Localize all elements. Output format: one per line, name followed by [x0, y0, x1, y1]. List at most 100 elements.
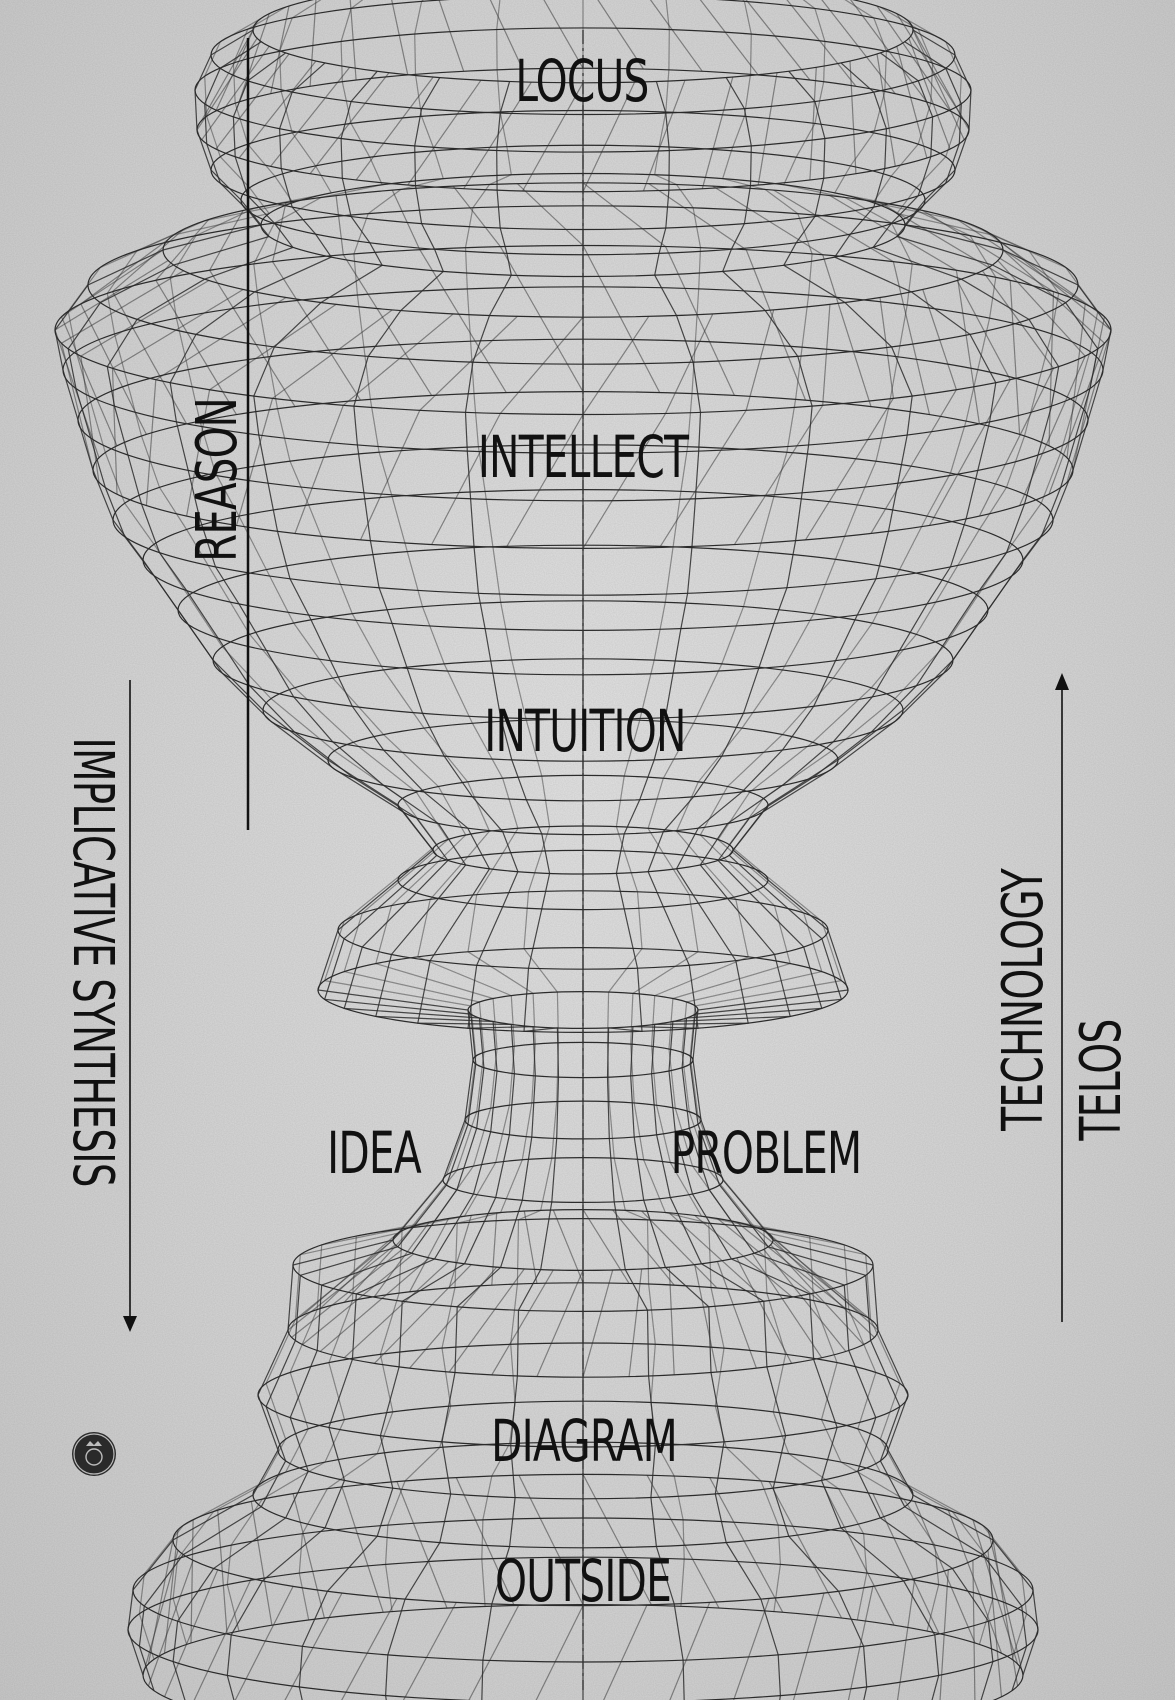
- wireframe-meridian: [606, 0, 702, 1607]
- wireframe-facet: [80, 356, 100, 483]
- wireframe-facet: [733, 404, 824, 545]
- wireframe-facet: [468, 1604, 520, 1700]
- wireframe-facet: [272, 202, 287, 262]
- wireframe-facet: [209, 269, 296, 407]
- wireframe-facet: [155, 219, 210, 281]
- wireframe-facet: [349, 0, 357, 81]
- label-implicative-synthesis: IMPLICATIVE SYNTHESIS: [60, 737, 125, 1187]
- wireframe-facet: [342, 254, 433, 396]
- wireframe-meridian: [106, 6, 485, 1645]
- arrow-down-icon: [123, 680, 137, 1332]
- wireframe-facet: [505, 414, 584, 548]
- label-intellect: INTELLECT: [477, 423, 689, 491]
- wireframe-facet: [582, 1209, 630, 1284]
- wireframe-facet: [302, 1234, 396, 1316]
- wireframe-facet: [409, 1266, 498, 1369]
- wireframe-facet: [612, 1209, 675, 1286]
- wireframe-facet: [186, 389, 211, 517]
- wireframe-facet: [928, 379, 1011, 526]
- label-problem: PROBLEM: [670, 1119, 863, 1187]
- wireframe-facet: [821, 0, 896, 95]
- wireframe-facet: [147, 1539, 174, 1665]
- wireframe-facet: [712, 185, 824, 256]
- wireframe-facet: [582, 1269, 614, 1378]
- wireframe-facet: [665, 246, 735, 396]
- wireframe-facet: [238, 60, 317, 159]
- wireframe-facet: [896, 46, 928, 159]
- wireframe-facet: [745, 309, 775, 411]
- wireframe-facet: [992, 1539, 1019, 1687]
- wireframe-meridian: [464, 81, 560, 1700]
- wireframe-facet: [294, 405, 344, 534]
- wireframe-facet: [956, 218, 1086, 305]
- wireframe-facet: [80, 303, 147, 435]
- wireframe-facet: [972, 1560, 976, 1700]
- wireframe-facet: [61, 249, 164, 318]
- wireframe-facet: [499, 246, 584, 392]
- wireframe-facet: [343, 1261, 450, 1359]
- wireframe-meridian: [106, 52, 485, 1700]
- wireframe-facet: [997, 260, 1086, 357]
- wireframe-facet: [373, 1264, 472, 1364]
- wireframe-facet: [215, 21, 258, 112]
- wireframe-facet: [757, 72, 778, 186]
- wireframe-facet: [1066, 329, 1112, 483]
- wireframe-facet: [646, 1474, 720, 1609]
- wireframe-facet: [238, 13, 270, 103]
- wireframe-facet: [709, 1477, 784, 1613]
- wireframe-facet: [373, 1221, 430, 1297]
- label-telos: TELOS: [1069, 1019, 1134, 1141]
- label-intuition: INTUITION: [484, 697, 686, 765]
- wireframe-facet: [1066, 303, 1086, 458]
- wireframe-facet: [359, 410, 421, 541]
- wireframe-facet: [319, 1230, 403, 1310]
- wireframe-facet: [409, 1218, 450, 1293]
- wireframe-facet: [209, 210, 244, 271]
- wireframe-facet: [60, 316, 118, 447]
- wireframe-facet: [155, 279, 238, 415]
- wireframe-facet: [668, 1212, 757, 1293]
- wireframe-facet: [1019, 355, 1086, 506]
- wireframe-facet: [335, 195, 344, 255]
- wireframe-facet: [270, 5, 290, 94]
- wireframe-facet: [981, 270, 1054, 369]
- label-reason: REASON: [185, 398, 250, 562]
- wireframe-facet: [1009, 280, 1021, 435]
- wireframe-facet: [736, 1257, 793, 1364]
- wireframe-meridian: [681, 52, 1060, 1700]
- wireframe-meridian: [681, 6, 1060, 1645]
- wireframe-facet: [402, 1602, 457, 1700]
- wireframe-meridian: [630, 77, 813, 1700]
- wireframe-meridian: [650, 0, 913, 1621]
- wireframe-meridian: [650, 70, 913, 1700]
- wireframe-facet: [641, 1210, 718, 1289]
- wireframe-facet: [272, 309, 393, 399]
- wireframe-facet: [309, 72, 390, 175]
- wireframe-meridian: [630, 0, 813, 1612]
- wireframe-facet: [319, 1257, 430, 1352]
- wireframe-facet: [391, 0, 409, 76]
- wireframe-facet: [145, 379, 157, 506]
- wireframe-meridian: [253, 70, 516, 1700]
- wireframe-facet: [978, 368, 1055, 517]
- wireframe-facet: [491, 1269, 554, 1376]
- label-outside: OUTSIDE: [494, 1547, 672, 1615]
- wireframe-facet: [809, 67, 817, 181]
- wireframe-facet: [491, 1212, 498, 1286]
- wireframe-facet: [270, 66, 351, 167]
- wireframe-facet: [448, 1268, 525, 1373]
- wireframe-facet: [829, 195, 957, 271]
- wireframe-meridian: [253, 0, 516, 1621]
- wireframe-facet: [649, 0, 703, 72]
- wireframe-facet: [1048, 342, 1106, 495]
- label-idea: IDEA: [327, 1119, 422, 1187]
- wireframe-facet: [163, 1529, 179, 1654]
- stamp-seal-icon: [72, 1432, 116, 1476]
- wireframe-facet: [823, 1486, 895, 1626]
- wireframe-facet: [822, 304, 831, 406]
- wireframe-facet: [947, 1509, 1003, 1654]
- wireframe-meridian: [606, 81, 702, 1700]
- wireframe-facet: [770, 1234, 879, 1331]
- wireframe-facet: [431, 413, 501, 545]
